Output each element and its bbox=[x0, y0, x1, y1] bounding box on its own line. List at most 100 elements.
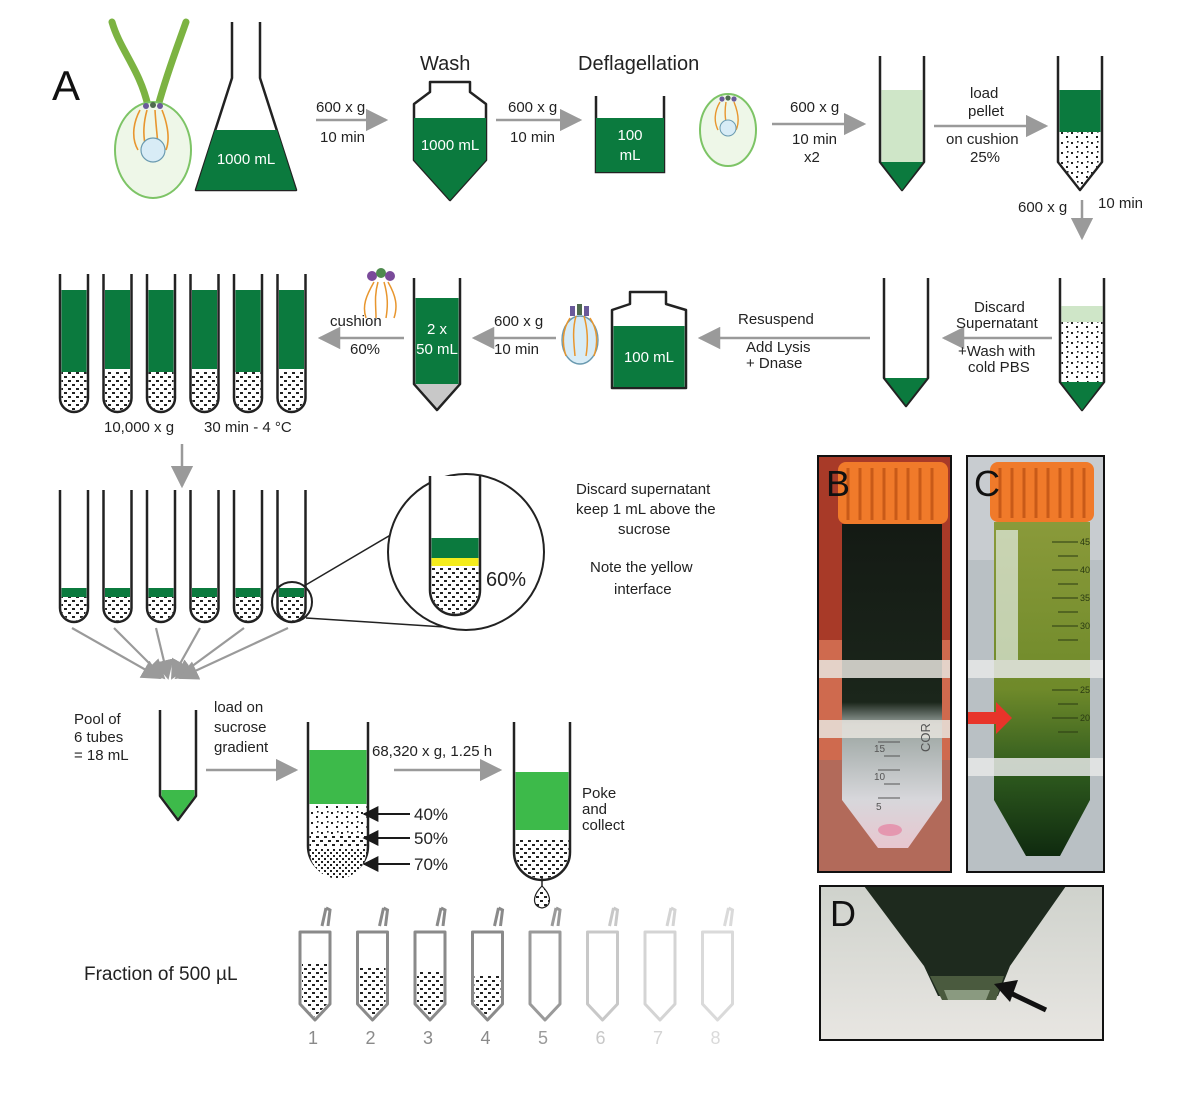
photo-b-tube-brand: COR bbox=[918, 723, 933, 752]
cushion-tube bbox=[58, 274, 90, 414]
sucrose-gradient-tube bbox=[306, 722, 370, 879]
fraction-label: 7 bbox=[653, 1028, 663, 1048]
fraction-tube: 8 bbox=[701, 906, 735, 1048]
conical-tube-after-cushion bbox=[1058, 278, 1106, 412]
note2-line1: Note the yellow bbox=[590, 559, 693, 576]
poke-line3: collect bbox=[582, 817, 625, 834]
discard-line1: Discard bbox=[974, 299, 1025, 316]
lysed-cell-icon bbox=[561, 304, 599, 365]
poke-line1: Poke bbox=[582, 785, 616, 802]
wash-volume: 1000 mL bbox=[421, 137, 479, 154]
pool-line3: = 18 mL bbox=[74, 747, 129, 764]
deflagellation-title: Deflagellation bbox=[578, 53, 699, 75]
panel-label-b: B bbox=[826, 463, 850, 504]
conical-tube-washed-pellet bbox=[882, 278, 930, 408]
cushion-line2: 60% bbox=[350, 341, 380, 358]
fraction-tube: 4 bbox=[471, 906, 505, 1048]
fraction-label: 4 bbox=[481, 1028, 491, 1048]
fraction-tube: 5 bbox=[528, 906, 562, 1048]
pellet-tube bbox=[232, 490, 264, 624]
spin3-line3: x2 bbox=[804, 149, 820, 166]
row2-spin-line1: 600 x g bbox=[494, 313, 543, 330]
tube-vol-line1: 2 x bbox=[427, 321, 448, 338]
spin4-line2: 10 min bbox=[1098, 195, 1143, 212]
note2-line2: interface bbox=[614, 581, 672, 598]
fraction-tube: 3 bbox=[413, 906, 447, 1048]
load-line4: 25% bbox=[970, 149, 1000, 166]
wash-pbs-line2: cold PBS bbox=[968, 359, 1030, 376]
fraction-label: 3 bbox=[423, 1028, 433, 1048]
conical-tube-cushion-25 bbox=[1056, 56, 1104, 192]
note1-line3: sucrose bbox=[618, 521, 671, 538]
note1-line1: Discard supernatant bbox=[576, 481, 711, 498]
discard-line2: Supernatant bbox=[956, 315, 1039, 332]
conical-tube-pellet bbox=[878, 56, 926, 192]
photo-c-tick-35: 35 bbox=[1080, 593, 1090, 603]
fraction-tube: 6 bbox=[586, 906, 620, 1048]
gradient-40: 40% bbox=[414, 805, 448, 824]
tube-vol-line2: 50 mL bbox=[416, 341, 458, 358]
ultra-spin-label: 68,320 x g, 1.25 h bbox=[372, 743, 492, 760]
spin1-line1: 600 x g bbox=[316, 99, 365, 116]
fraction-label: 5 bbox=[538, 1028, 548, 1048]
spin3-line1: 600 x g bbox=[790, 99, 839, 116]
spin1-line2: 10 min bbox=[320, 129, 365, 146]
deflagellation-beaker: 100 mL bbox=[594, 96, 666, 174]
cushion-tube bbox=[102, 274, 133, 414]
flask-volume: 1000 mL bbox=[217, 151, 275, 168]
pellet-tube bbox=[276, 490, 307, 624]
centrifuge-speed: 10,000 x g bbox=[104, 419, 174, 436]
pellet-tube bbox=[58, 490, 90, 624]
wash-centrifuge-bottle: 1000 mL bbox=[412, 80, 488, 202]
photo-c-tick-20: 20 bbox=[1080, 713, 1090, 723]
spin2-line1: 600 x g bbox=[508, 99, 557, 116]
cushion-tube bbox=[145, 274, 177, 414]
cushion-tube-row bbox=[58, 274, 307, 414]
wash-title: Wash bbox=[420, 53, 470, 75]
cushion-tube bbox=[189, 274, 220, 414]
fraction-label: 8 bbox=[711, 1028, 721, 1048]
bottle-volume: 100 mL bbox=[624, 349, 674, 366]
photo-b-tick-10: 10 bbox=[874, 772, 886, 783]
deflag-volume-line2: mL bbox=[620, 147, 641, 164]
photo-c-tick-45: 45 bbox=[1080, 537, 1090, 547]
flagella-fraction-icon bbox=[363, 268, 397, 319]
pool-line1: Pool of bbox=[74, 711, 122, 728]
spin3-line2: 10 min bbox=[792, 131, 837, 148]
photo-d: D bbox=[819, 885, 1104, 1041]
cushion-tube bbox=[232, 274, 264, 414]
zoom-percent: 60% bbox=[486, 569, 526, 591]
deflagellated-cell-icon bbox=[699, 93, 757, 167]
photo-b-tick-5: 5 bbox=[876, 802, 882, 813]
panel-label-d: D bbox=[830, 893, 856, 934]
load-line3: on cushion bbox=[946, 131, 1019, 148]
photo-b: 15 10 5 COR B bbox=[817, 455, 952, 873]
load-line1: load bbox=[970, 85, 998, 102]
post-spin-tube bbox=[512, 722, 572, 909]
load-gradient-line2: sucrose bbox=[214, 719, 267, 736]
photo-c-tick-30: 30 bbox=[1080, 621, 1090, 631]
conical-tube-lysate: 2 x 50 mL bbox=[412, 278, 462, 412]
pool-converging-arrows bbox=[71, 627, 289, 680]
pellet-tube bbox=[189, 490, 220, 624]
gradient-50: 50% bbox=[414, 829, 448, 848]
fractions-title: Fraction of 500 µL bbox=[84, 964, 238, 985]
photo-c: 45 40 35 30 25 20 C bbox=[966, 455, 1105, 873]
cushion-tube bbox=[276, 274, 307, 414]
load-line2: pellet bbox=[968, 103, 1005, 120]
culture-flask: 1000 mL bbox=[194, 22, 298, 192]
photo-d-arrow-icon bbox=[994, 980, 1018, 1002]
pooled-tube bbox=[158, 710, 198, 822]
resuspend-label: Resuspend bbox=[738, 311, 814, 328]
spin4-line1: 600 x g bbox=[1018, 199, 1067, 216]
load-gradient-line3: gradient bbox=[214, 739, 269, 756]
zoom-detail: 60% bbox=[271, 473, 545, 631]
wash-pbs-line1: +Wash with bbox=[958, 343, 1035, 360]
pellet-tube-row bbox=[58, 490, 307, 624]
cushion-line1: cushion bbox=[330, 313, 382, 330]
centrifuge-time: 30 min - 4 °C bbox=[204, 419, 292, 436]
pellet-tube bbox=[145, 490, 177, 624]
lysis-line2: + Dnase bbox=[746, 355, 802, 372]
gradient-70: 70% bbox=[414, 855, 448, 874]
fraction-label: 1 bbox=[308, 1028, 318, 1048]
